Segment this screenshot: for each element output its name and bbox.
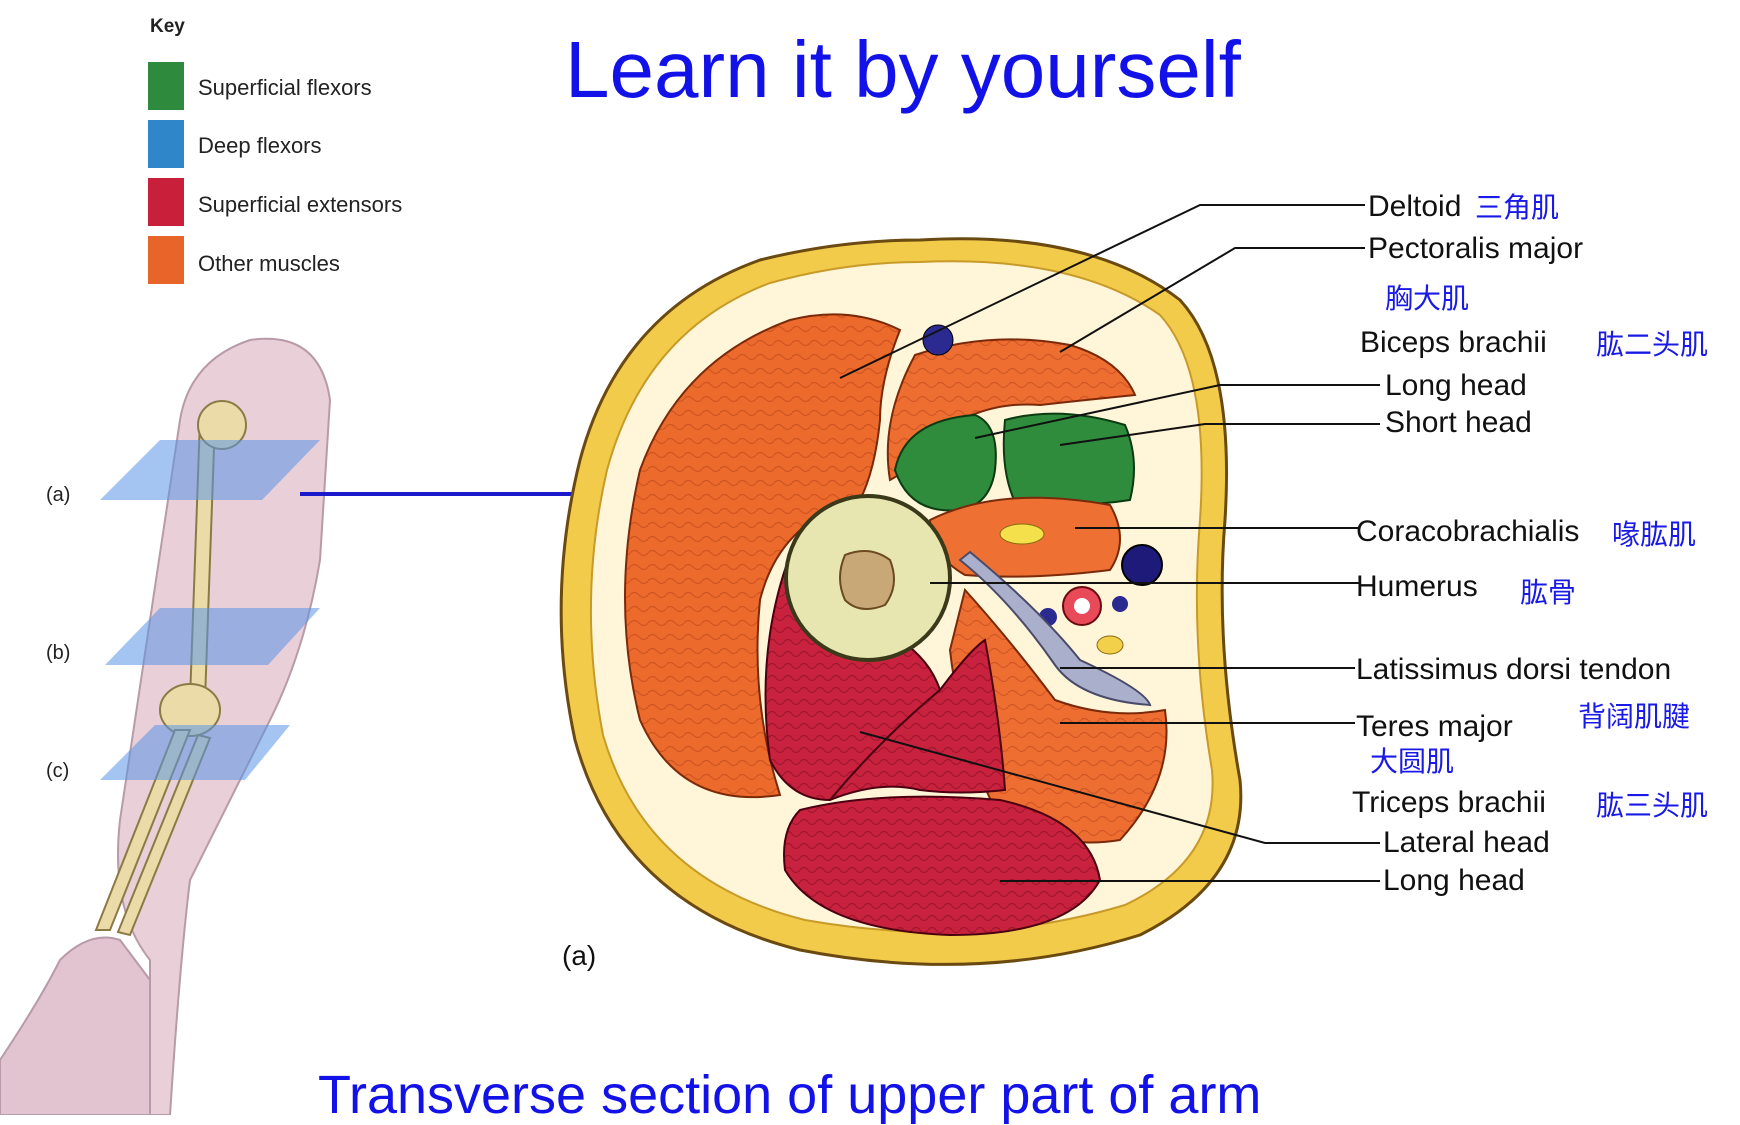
- key-label-deep-flexors: Deep flexors: [198, 133, 322, 159]
- arm-illustration: [0, 339, 330, 1115]
- label-teres-major-cn: 大圆肌: [1370, 748, 1454, 776]
- page-subtitle: Transverse section of upper part of arm: [318, 1068, 1261, 1122]
- label-triceps-brachii-cn: 肱三头肌: [1596, 792, 1708, 820]
- label-humerus-cn: 肱骨: [1520, 579, 1576, 607]
- label-deltoid: Deltoid: [1368, 192, 1461, 222]
- label-coracobrachialis: Coracobrachialis: [1356, 517, 1579, 547]
- level-label-c: (c): [46, 760, 69, 783]
- label-deltoid-cn: 三角肌: [1475, 194, 1559, 222]
- label-teres-major: Teres major: [1356, 712, 1513, 742]
- label-latissimus-dorsi-tendon: Latissimus dorsi tendon: [1356, 655, 1671, 685]
- page-title: Learn it by yourself: [565, 30, 1241, 110]
- label-biceps-long-head: Long head: [1385, 371, 1527, 401]
- label-pectoralis-major: Pectoralis major: [1368, 234, 1583, 264]
- label-humerus: Humerus: [1356, 572, 1478, 602]
- key-label-superficial-flexors: Superficial flexors: [198, 75, 372, 101]
- key-label-superficial-extensors: Superficial extensors: [198, 192, 402, 218]
- key-swatch-superficial-flexors: [148, 62, 184, 110]
- label-triceps-brachii: Triceps brachii: [1352, 788, 1546, 818]
- key-swatch-deep-flexors: [148, 120, 184, 168]
- label-biceps-brachii: Biceps brachii: [1360, 328, 1547, 358]
- key-label-other-muscles: Other muscles: [198, 251, 340, 277]
- level-label-b: (b): [46, 642, 70, 665]
- key-heading: Key: [150, 16, 185, 38]
- label-biceps-brachii-cn: 肱二头肌: [1596, 331, 1708, 359]
- level-label-a: (a): [46, 484, 70, 507]
- label-coracobrachialis-cn: 喙肱肌: [1612, 521, 1696, 549]
- key-swatch-other-muscles: [148, 236, 184, 284]
- key-swatch-superficial-extensors: [148, 178, 184, 226]
- label-triceps-lateral-head: Lateral head: [1383, 828, 1550, 858]
- label-biceps-short-head: Short head: [1385, 408, 1532, 438]
- label-pectoralis-major-cn: 胸大肌: [1385, 285, 1469, 313]
- panel-label: (a): [562, 942, 596, 970]
- label-latissimus-dorsi-tendon-cn: 背阔肌腱: [1578, 703, 1690, 731]
- label-triceps-long-head: Long head: [1383, 866, 1525, 896]
